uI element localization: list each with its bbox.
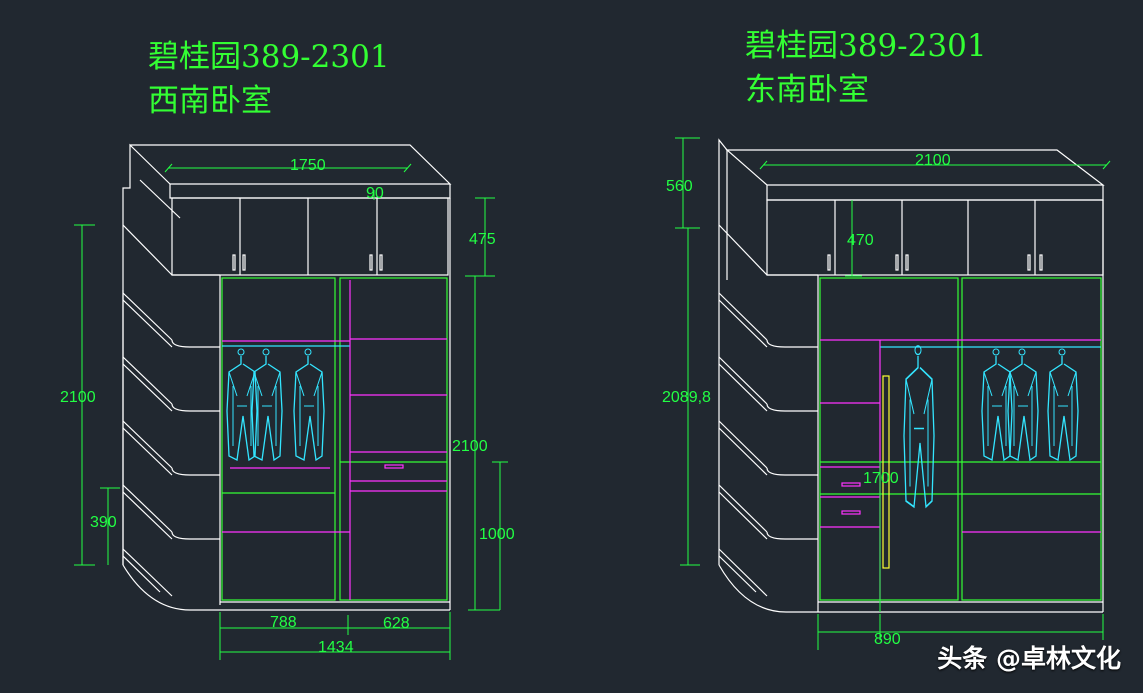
- dim-right-upper-outer: 560: [666, 178, 693, 195]
- right-title-line1: 碧桂园389-2301: [745, 28, 987, 64]
- dim-right-top-width: 2100: [915, 152, 951, 169]
- right-hanging-clothes: [903, 344, 1079, 508]
- left-dimension-lines: [74, 163, 508, 660]
- dim-left-top-width: 1750: [290, 157, 326, 174]
- left-title-line2: 西南卧室: [148, 83, 272, 119]
- dim-left-lower-height: 1000: [479, 526, 515, 543]
- left-doors: [221, 277, 448, 601]
- left-title-line1: 碧桂园389-2301: [148, 39, 390, 75]
- dim-right-total-height: 2089,8: [662, 389, 711, 406]
- dim-right-hanging-height: 1700: [863, 470, 899, 487]
- dim-left-total-height-right: 2100: [452, 438, 488, 455]
- watermark: 头条 @卓林文化: [937, 644, 1121, 673]
- dim-left-total-height: 2100: [60, 389, 96, 406]
- left-dimension-texts: 1750 90 475 2100 2100 390 1000 788 628 1…: [60, 157, 515, 656]
- right-dimension-texts: 2100 560 470 2089,8 1700 890: [662, 152, 951, 648]
- dim-left-upper-height: 475: [469, 231, 496, 248]
- dim-left-bottom-right: 628: [383, 615, 410, 632]
- left-wardrobe: [122, 143, 452, 611]
- dim-left-bottom-total: 1434: [318, 639, 354, 656]
- dim-right-upper-inner: 470: [847, 232, 874, 249]
- dim-left-bottom-left: 788: [270, 614, 297, 631]
- right-title-line2: 东南卧室: [745, 72, 869, 108]
- right-wardrobe: [718, 138, 1105, 613]
- left-hanging-clothes: [226, 348, 325, 461]
- right-doors: [819, 277, 1102, 601]
- dim-left-shelf-height: 390: [90, 514, 117, 531]
- dim-right-bottom-width: 890: [874, 631, 901, 648]
- dim-left-top-small: 90: [366, 185, 384, 202]
- right-dimension-lines: [675, 137, 1111, 650]
